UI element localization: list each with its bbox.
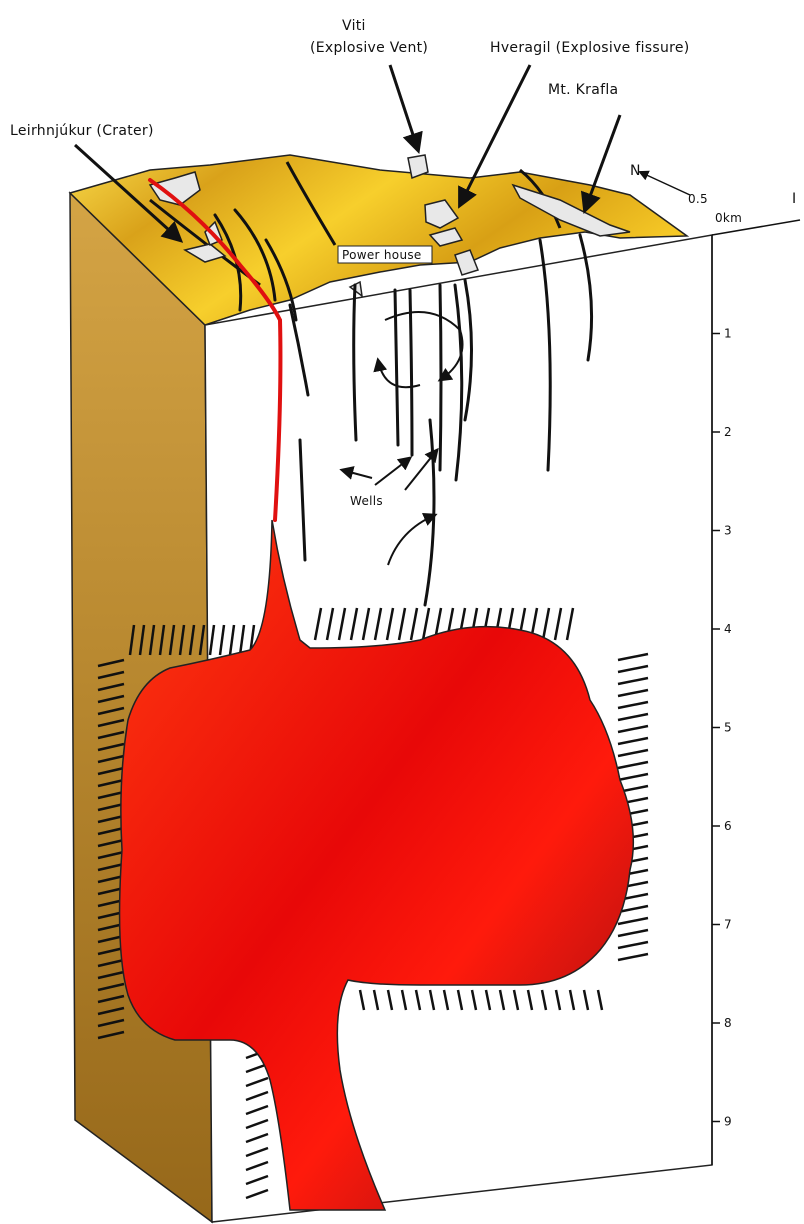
wells-label: Wells — [350, 494, 383, 508]
depth-tick-label: 2 — [724, 425, 732, 439]
hveragil-label: Hveragil (Explosive fissure) — [490, 40, 690, 56]
north-label: N — [630, 163, 641, 179]
leirhnjukur-label: Leirhnjúkur (Crater) — [10, 123, 154, 139]
viti-sublabel: (Explosive Vent) — [310, 40, 428, 56]
krafla-label: Mt. Krafla — [548, 82, 618, 98]
depth-tick-label: 1 — [724, 327, 732, 341]
scale-0km-label: 0km — [715, 211, 742, 225]
depth-tick-label: 7 — [724, 918, 732, 932]
power-house-label: Power house — [342, 248, 422, 262]
depth-tick-label: 3 — [724, 524, 732, 538]
depth-tick-label: 5 — [724, 721, 732, 735]
depth-tick-label: 6 — [724, 819, 732, 833]
depth-tick-label: 9 — [724, 1115, 732, 1129]
edge-fragment-label: I — [792, 191, 796, 207]
depth-scale: 1 2 3 4 5 6 7 8 9 — [712, 220, 800, 1165]
scale-05-label: 0.5 — [688, 192, 708, 206]
viti-label: Viti — [342, 18, 366, 34]
depth-tick-label: 4 — [724, 622, 732, 636]
depth-tick-label: 8 — [724, 1016, 732, 1030]
